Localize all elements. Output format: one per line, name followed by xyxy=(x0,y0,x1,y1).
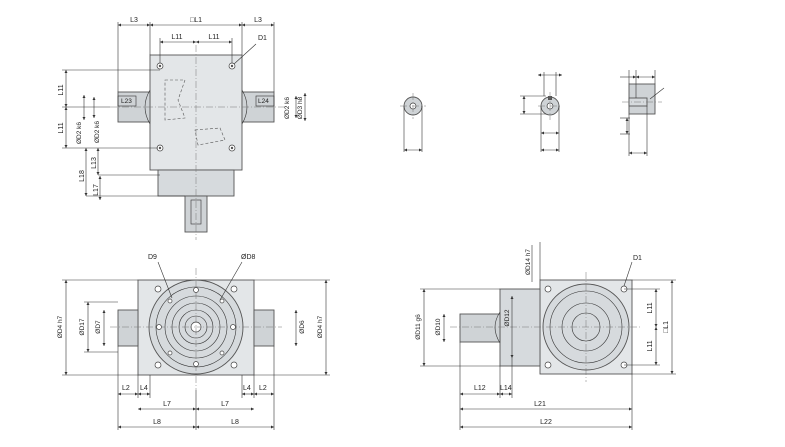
dim-D17: ØD17 xyxy=(79,318,86,335)
front-view: D9 ØD8 ØD4 h7 ØD17 ØD7 ØD6 ØD4 h7 L2 L4 xyxy=(57,254,330,430)
dim-D7: ØD7 xyxy=(95,320,102,334)
dim-D11: ØD11 g6 xyxy=(415,314,422,340)
dim-L4-right: L4 xyxy=(243,385,251,392)
dim-L1: □L1 xyxy=(190,17,202,24)
side-dim-L11-top: L11 xyxy=(647,302,654,313)
top-view: L3 □L1 L3 L11 L11 D1 L11 L11 ØD2 k6 ØD2 … xyxy=(58,17,307,240)
dim-D4-right: ØD4 h7 xyxy=(317,315,324,338)
front-right-shaft xyxy=(253,309,275,347)
dim-D3-left: ØD2 k6 xyxy=(76,122,83,144)
dim-L11-left-top: L11 xyxy=(58,84,65,95)
dim-L11-left-bottom: L11 xyxy=(58,122,65,133)
dim-D4-left: ØD4 h7 xyxy=(57,315,64,338)
side-flange xyxy=(499,288,541,367)
dim-L8-right: L8 xyxy=(231,419,239,426)
dim-D12: ØD12 xyxy=(504,309,511,326)
dim-L23: L23 xyxy=(121,98,132,105)
dim-D3-right: ØD3 h8 xyxy=(297,96,304,119)
dim-L7-right: L7 xyxy=(221,401,229,408)
label-D9: D9 xyxy=(148,254,157,261)
dim-D2-right: ØD2 k6 xyxy=(284,97,291,119)
side-dim-L11-bottom: L11 xyxy=(647,340,654,351)
dim-D14: ØD14 h7 xyxy=(525,249,532,275)
dim-L8-left: L8 xyxy=(153,419,161,426)
dim-D2-left: ØD2 k6 xyxy=(94,121,101,143)
dim-L11-b: L11 xyxy=(208,34,219,41)
side-label-D1: D1 xyxy=(633,255,642,262)
dim-D6: ØD6 xyxy=(299,320,306,334)
key-detail xyxy=(620,70,665,156)
dim-L3-right: L3 xyxy=(254,17,262,24)
label-D1: D1 xyxy=(258,35,267,42)
dim-L4-left: L4 xyxy=(140,385,148,392)
side-shaft xyxy=(459,313,501,343)
dim-L2-left: L2 xyxy=(122,385,130,392)
dim-L12: L12 xyxy=(474,385,486,392)
dim-L11-a: L11 xyxy=(171,34,182,41)
side-dim-L1: □L1 xyxy=(663,321,670,333)
dim-L22: L22 xyxy=(540,419,552,426)
dim-L14: L14 xyxy=(500,385,512,392)
dim-L21: L21 xyxy=(534,401,546,408)
dim-D10: ØD10 xyxy=(435,318,442,335)
label-D8: ØD8 xyxy=(241,254,256,261)
dim-L2-right: L2 xyxy=(259,385,267,392)
dim-L3-left: L3 xyxy=(130,17,138,24)
shaft-option-s1 xyxy=(400,93,426,152)
front-left-shaft xyxy=(117,309,139,347)
shaft-option-s2 xyxy=(520,72,562,152)
dim-L7-left: L7 xyxy=(163,401,171,408)
dim-L13: L13 xyxy=(91,157,98,169)
dim-L24: L24 xyxy=(258,98,269,105)
dim-L18: L18 xyxy=(79,170,86,182)
dim-L17: L17 xyxy=(93,184,100,196)
side-view: D1 ØD14 h7 ØD11 g6 ØD10 ØD12 L11 L11 □L1… xyxy=(415,242,676,430)
